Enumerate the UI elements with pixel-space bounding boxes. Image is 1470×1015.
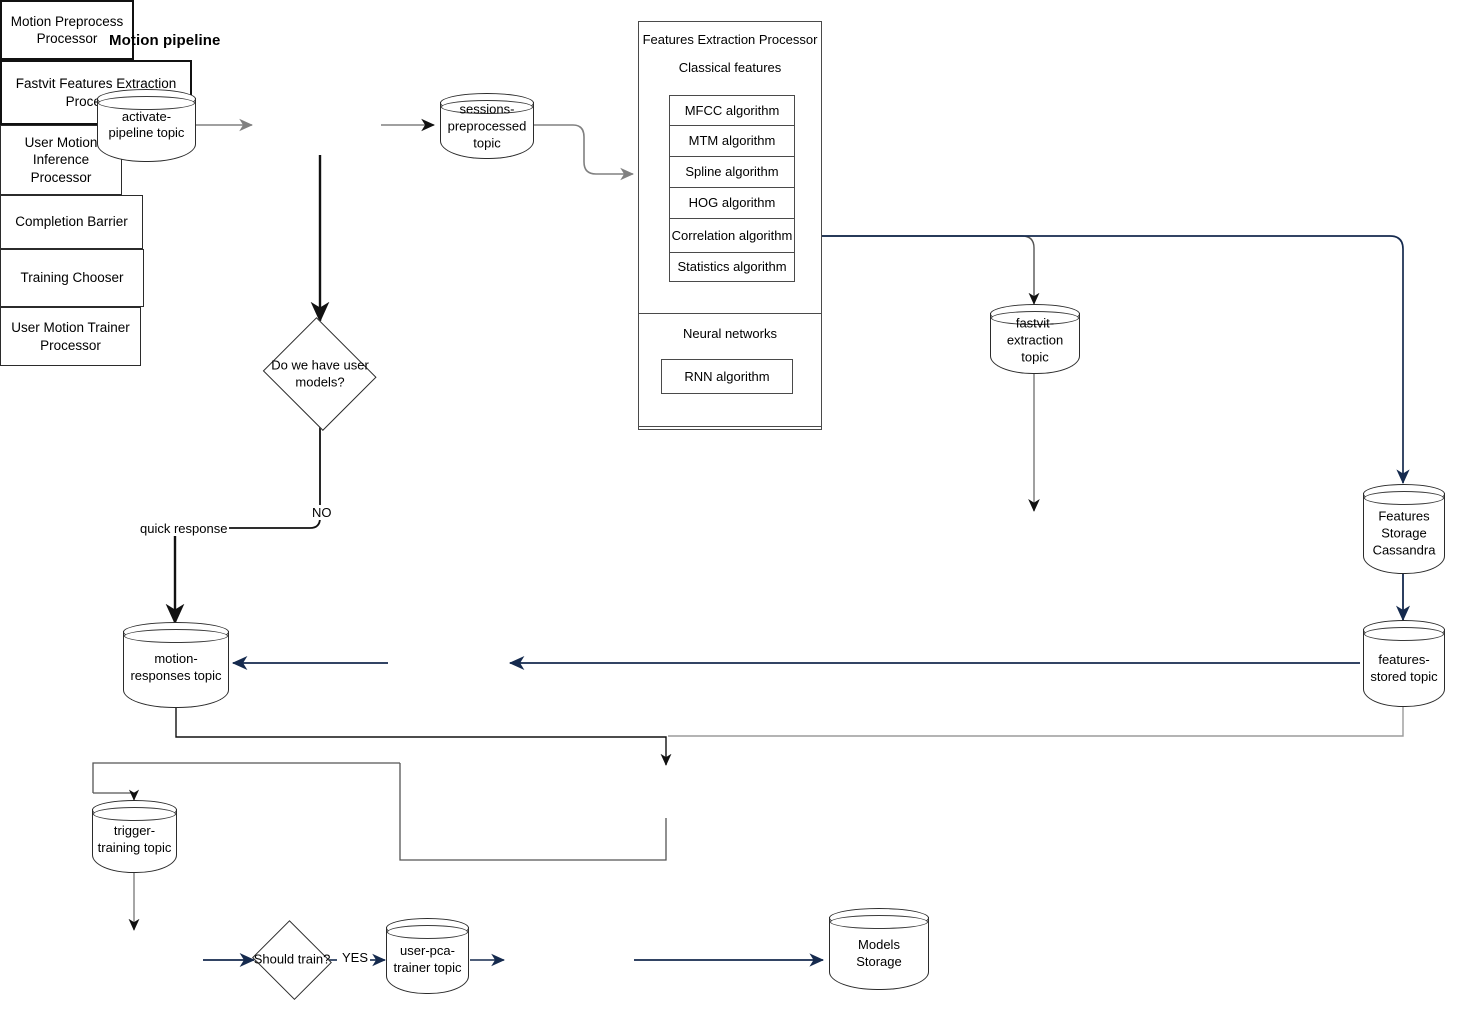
features-extraction-header: Features Extraction Processor: [642, 32, 818, 47]
cylinder-top-inner: [441, 100, 533, 114]
edge-label-yes: YES: [340, 950, 371, 965]
edge-features-extraction-to-cassandra: [820, 235, 1410, 485]
datastore-features-storage-cassandra[interactable]: Features Storage Cassandra: [1363, 484, 1445, 574]
datastore-activate-pipeline-topic[interactable]: activate-pipeline topic: [97, 89, 196, 162]
datastore-sessions-preprocessed-topic[interactable]: sessions-preprocessed topic: [440, 93, 534, 159]
process-label: User Motion Inference Processor: [24, 135, 98, 185]
cylinder-body: [829, 917, 929, 990]
cylinder-top-inner: [93, 807, 176, 821]
edge-motion-responses-to-completion-barrier: [175, 707, 672, 766]
process-label: Training Chooser: [20, 270, 124, 286]
datastore-trigger-training-topic[interactable]: trigger-training topic: [92, 800, 177, 873]
cylinder-body: [1363, 629, 1445, 707]
process-training-chooser[interactable]: Training Chooser: [0, 249, 144, 307]
process-motion-preprocess-processor[interactable]: Motion Preprocess Processor: [0, 0, 134, 60]
process-user-motion-trainer-processor[interactable]: User Motion Trainer Processor: [0, 307, 141, 366]
edge-decision-no-to-quick-response: [226, 426, 321, 529]
datastore-features-stored-topic[interactable]: features-stored topic: [1363, 620, 1445, 707]
algorithm-item[interactable]: Correlation algorithm: [670, 219, 794, 253]
edge-label-quick-response: quick response: [138, 521, 230, 536]
edge-features-extraction-to-fastvit-topic: [820, 235, 1040, 305]
classical-features-label: Classical features: [678, 59, 782, 75]
process-label: User Motion Trainer Processor: [11, 320, 130, 353]
edge-sessions-to-features-extraction: [534, 124, 634, 181]
page-title: Motion pipeline: [109, 32, 221, 49]
cylinder-top-inner: [991, 311, 1079, 325]
algorithm-item[interactable]: MFCC algorithm: [670, 96, 794, 126]
datastore-user-pca-trainer-topic[interactable]: user-pca-trainer topic: [386, 918, 469, 994]
cylinder-top-inner: [830, 915, 928, 929]
datastore-fastvit-extraction-topic[interactable]: fastvit-extraction topic: [990, 304, 1080, 374]
cylinder-top-inner: [387, 925, 468, 939]
group-neural-networks: Neural networks RNN algorithm: [638, 313, 822, 427]
decision-should-train[interactable]: Should train?: [251, 920, 333, 1000]
classical-algorithm-list: MFCC algorithm MTM algorithm Spline algo…: [669, 95, 795, 282]
algorithm-item[interactable]: Statistics algorithm: [670, 253, 794, 280]
edge-motion-responses-to-trigger-training: [92, 762, 400, 801]
decision-do-we-have-user-models[interactable]: Do we have user models?: [261, 317, 379, 431]
edge-label-no: NO: [310, 505, 334, 520]
edge-completion-barrier-to-loop: [399, 763, 667, 861]
cylinder-top-inner: [1364, 627, 1444, 641]
algorithm-item[interactable]: Spline algorithm: [670, 157, 794, 188]
process-label: Motion Preprocess Processor: [10, 13, 124, 46]
diamond-shape: [263, 317, 377, 431]
group-features-extraction-processor: Features Extraction Processor Classical …: [638, 21, 822, 430]
algorithm-item[interactable]: MTM algorithm: [670, 126, 794, 157]
algorithm-item-rnn[interactable]: RNN algorithm: [661, 359, 793, 394]
cylinder-top-inner: [98, 96, 195, 110]
cylinder-body: [1363, 493, 1445, 574]
datastore-motion-responses-topic[interactable]: motion-responses topic: [123, 622, 229, 708]
process-label: Completion Barrier: [15, 214, 128, 230]
algorithm-item[interactable]: HOG algorithm: [670, 188, 794, 219]
neural-networks-label: Neural networks: [683, 326, 777, 341]
datastore-models-storage[interactable]: Models Storage: [829, 908, 929, 990]
cylinder-top-inner: [1364, 491, 1444, 505]
cylinder-body: [123, 631, 229, 708]
edge-features-stored-to-completion-barrier: [668, 707, 1404, 737]
process-completion-barrier[interactable]: Completion Barrier: [0, 195, 143, 249]
cylinder-top-inner: [124, 629, 228, 643]
diamond-shape: [252, 920, 332, 1000]
